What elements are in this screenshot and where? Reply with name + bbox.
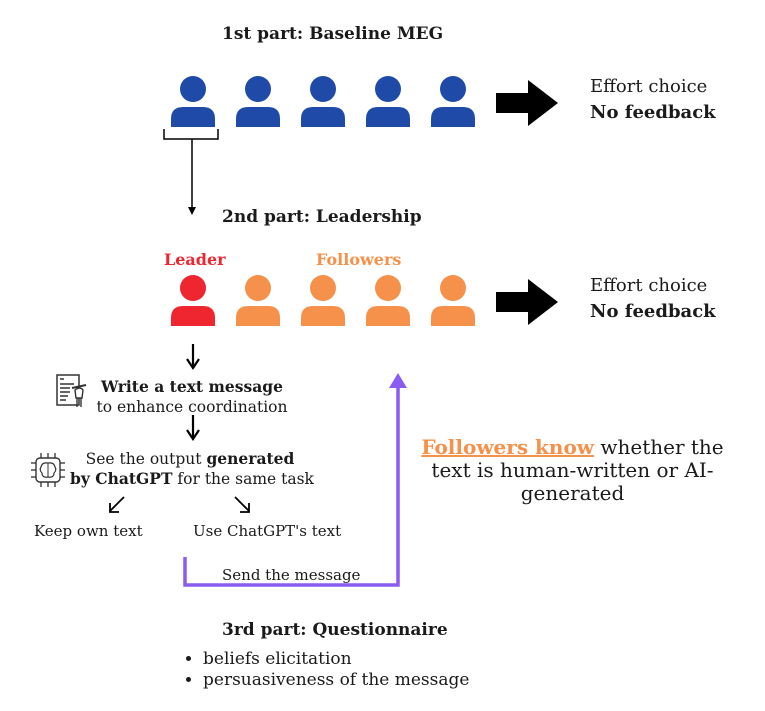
questionnaire-list: beliefs elicitation persuasiveness of th… bbox=[183, 649, 469, 691]
questionnaire-item: beliefs elicitation bbox=[203, 649, 469, 670]
step-write-title: Write a text message bbox=[101, 377, 283, 396]
step-see-line1: See the output bbox=[85, 450, 207, 468]
step-write-subtitle: to enhance coordination bbox=[96, 398, 288, 416]
document-writing-icon bbox=[56, 374, 87, 407]
part2-outcome: Effort choice No feedback bbox=[590, 273, 716, 325]
followers-know-highlight: Followers know bbox=[421, 435, 594, 459]
option-use-chatgpt-text: Use ChatGPT's text bbox=[193, 522, 342, 540]
down-arrow-icon bbox=[186, 415, 200, 441]
down-arrow-icon bbox=[186, 344, 200, 370]
effort-choice-label: Effort choice bbox=[590, 275, 708, 296]
baseline-person-icon bbox=[236, 76, 280, 127]
step-see-chatgpt-output: See the output generated by ChatGPT for … bbox=[70, 449, 314, 489]
selection-bracket-arrow bbox=[163, 129, 219, 215]
followers-know-note: Followers know whether the text is human… bbox=[410, 436, 735, 505]
no-feedback-label: No feedback bbox=[590, 301, 716, 322]
right-arrow-icon bbox=[496, 80, 558, 126]
part3-title: 3rd part: Questionnaire bbox=[222, 620, 448, 640]
send-message-path-arrow bbox=[183, 373, 407, 587]
baseline-person-icon bbox=[171, 76, 215, 127]
option-keep-own-text: Keep own text bbox=[34, 522, 143, 540]
part2-title: 2nd part: Leadership bbox=[222, 207, 422, 227]
part1-title: 1st part: Baseline MEG bbox=[222, 24, 444, 44]
baseline-person-icon bbox=[366, 76, 410, 127]
down-left-arrow-icon bbox=[109, 496, 125, 513]
effort-choice-label: Effort choice bbox=[590, 76, 708, 97]
right-arrow-icon bbox=[496, 279, 558, 325]
follower-person-icon bbox=[431, 275, 475, 326]
part1-outcome: Effort choice No feedback bbox=[590, 74, 716, 126]
questionnaire-item: persuasiveness of the message bbox=[203, 670, 469, 691]
send-message-label: Send the message bbox=[222, 566, 361, 584]
down-right-arrow-icon bbox=[234, 496, 250, 513]
followers-know-rest: whether the text is human-written or AI-… bbox=[431, 435, 724, 505]
step-see-line2-bold: by ChatGPT bbox=[70, 469, 173, 488]
leader-label: Leader bbox=[164, 250, 226, 269]
no-feedback-label: No feedback bbox=[590, 102, 716, 123]
followers-label: Followers bbox=[316, 250, 402, 269]
follower-person-icon bbox=[301, 275, 345, 326]
step-see-line1-bold: generated bbox=[206, 449, 295, 468]
step-see-line2: for the same task bbox=[172, 470, 314, 488]
follower-person-icon bbox=[236, 275, 280, 326]
ai-brain-chip-icon bbox=[31, 453, 65, 487]
follower-person-icon bbox=[366, 275, 410, 326]
baseline-person-icon bbox=[301, 76, 345, 127]
baseline-person-icon bbox=[431, 76, 475, 127]
step-write-message: Write a text message to enhance coordina… bbox=[92, 377, 292, 417]
leader-person-icon bbox=[171, 275, 215, 326]
